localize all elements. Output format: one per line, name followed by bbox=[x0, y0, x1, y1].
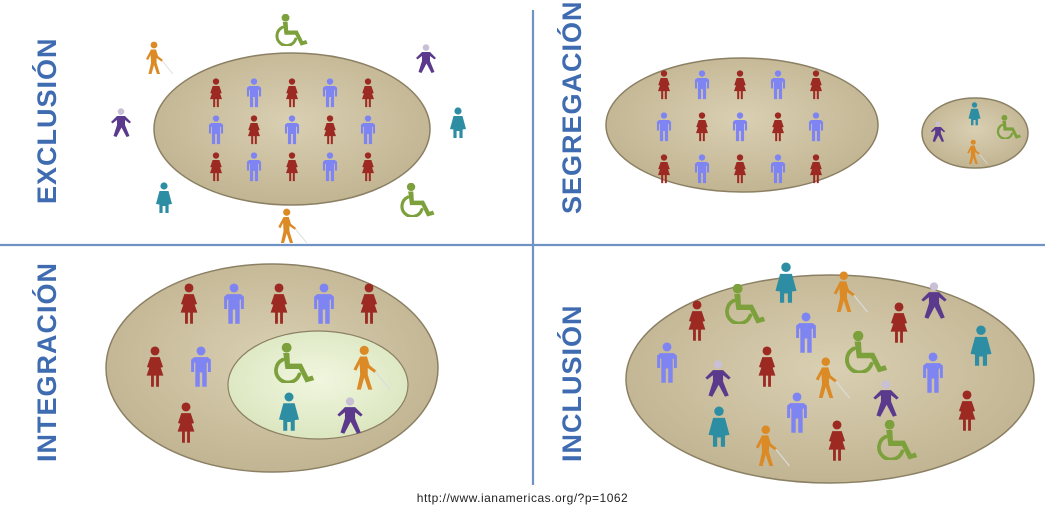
segregated-ellipse bbox=[921, 97, 1029, 169]
wheelchair-icon bbox=[275, 14, 309, 46]
integration-quadrant: INTEGRACIÓN bbox=[31, 262, 439, 473]
blind-person-icon bbox=[277, 208, 308, 244]
wheelchair-icon bbox=[400, 183, 436, 217]
blind-person-icon bbox=[145, 41, 174, 75]
inclusion-title: INCLUSIÓN bbox=[556, 305, 587, 463]
inclusive-ellipse bbox=[625, 274, 1035, 484]
segregation-title: SEGREGACIÓN bbox=[556, 0, 587, 214]
exclusion-quadrant: EXCLUSIÓN bbox=[31, 14, 466, 244]
segregation-quadrant: SEGREGACIÓN bbox=[556, 0, 1029, 214]
inclusion-quadrant: INCLUSIÓN bbox=[556, 262, 1035, 484]
inner-ellipse bbox=[227, 330, 409, 440]
teal-person-icon bbox=[450, 107, 466, 138]
teal-person-icon bbox=[156, 182, 172, 213]
integration-title: INTEGRACIÓN bbox=[31, 262, 62, 462]
source-url: http://www.ianamericas.org/?p=1062 bbox=[416, 491, 629, 505]
cane-person-icon bbox=[416, 44, 436, 73]
cane-person-icon bbox=[111, 108, 131, 137]
exclusion-title: EXCLUSIÓN bbox=[31, 37, 62, 204]
